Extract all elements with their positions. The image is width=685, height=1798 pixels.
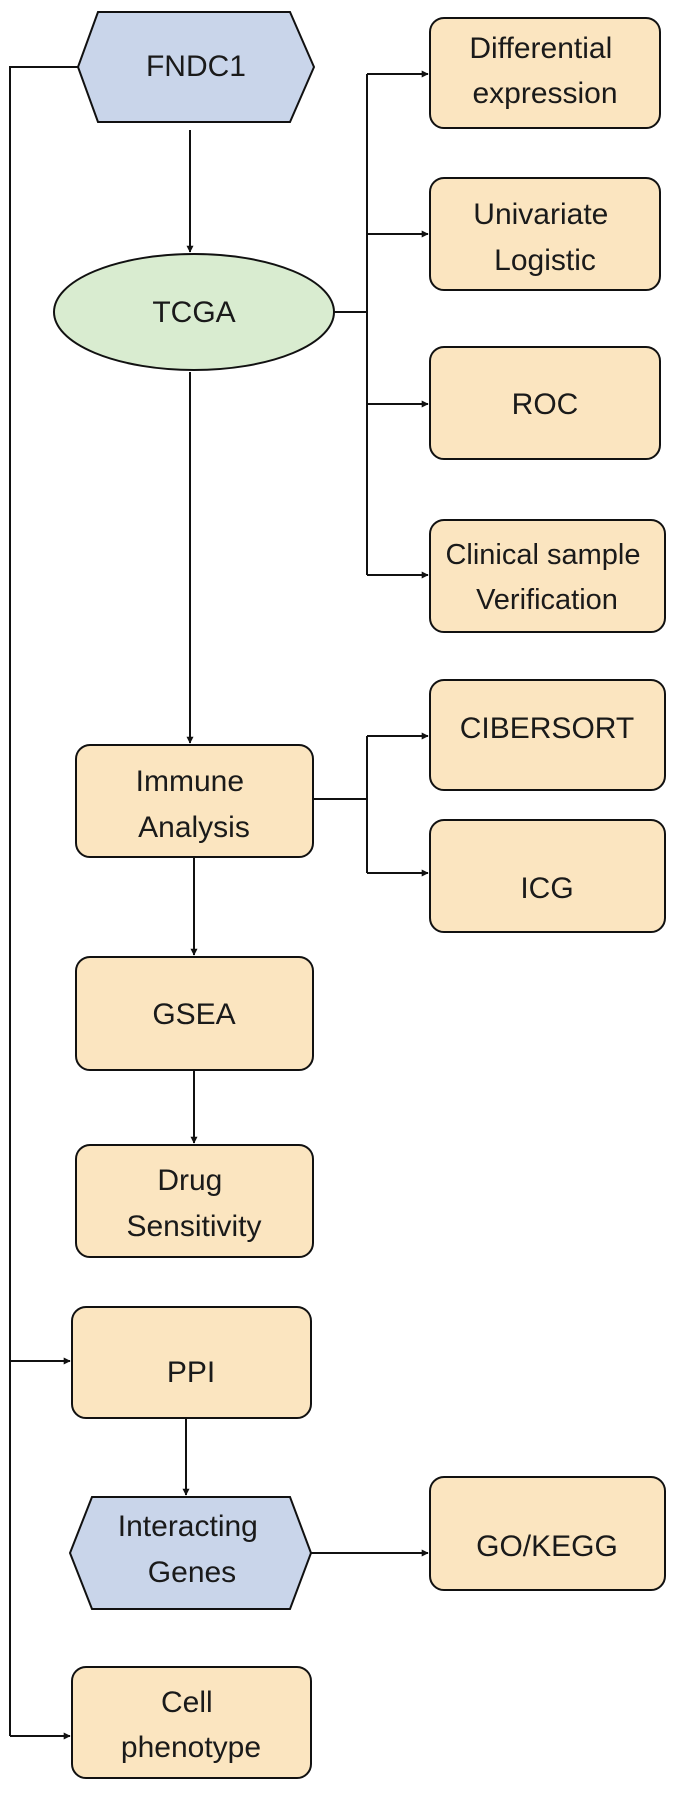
drug-sensitivity-box [75, 1144, 314, 1258]
drug-sensitivity-label: Drug Sensitivity [126, 1164, 261, 1243]
interacting-genes-line-2: Genes [148, 1556, 236, 1589]
connectors [9, 66, 429, 1740]
differential-expression-box [429, 17, 661, 129]
differential-expression-line-1: Differential [469, 32, 612, 65]
clinical-sample-verification-line-1: Clinical sample [445, 539, 640, 571]
clinical-sample-verification-label: Clinical sample Verification [445, 539, 648, 616]
node-differential-expression: Differential expression [429, 17, 661, 129]
immune-analysis-label: Immune Analysis [136, 765, 253, 844]
interacting-genes-line-1: Interacting [118, 1510, 258, 1543]
node-interacting-genes: Interacting Genes [68, 1496, 313, 1610]
node-icg: ICG [429, 819, 666, 933]
cibersort-label: CIBERSORT [460, 712, 634, 745]
node-gsea: GSEA [75, 956, 314, 1071]
clinical-sample-verification-line-2: Verification [476, 584, 618, 616]
icg-box [429, 819, 666, 933]
edge-fndc1-left-bus [9, 66, 78, 1736]
cell-phenotype-box [71, 1666, 312, 1779]
differential-expression-label: Differential expression [469, 32, 620, 110]
roc-label: ROC [512, 388, 579, 421]
node-drug-sensitivity: Drug Sensitivity [75, 1144, 314, 1258]
node-ppi: PPI [71, 1306, 312, 1419]
node-univariate-logistic: Univariate Logistic [429, 177, 661, 291]
ppi-label: PPI [167, 1356, 215, 1389]
node-go-kegg: GO/KEGG [429, 1476, 666, 1591]
univariate-logistic-line-2: Logistic [494, 244, 596, 277]
univariate-logistic-label: Univariate Logistic [473, 198, 616, 277]
go-kegg-box [429, 1476, 666, 1591]
fndc1-label: FNDC1 [146, 50, 246, 83]
clinical-sample-verification-box [429, 519, 666, 633]
ppi-box [71, 1306, 312, 1419]
node-fndc1: FNDC1 [76, 11, 316, 123]
cibersort-box [429, 679, 666, 791]
interacting-genes-label: Interacting Genes [118, 1510, 266, 1589]
go-kegg-label: GO/KEGG [476, 1530, 618, 1563]
cell-phenotype-label: Cell phenotype [121, 1686, 261, 1764]
drug-sensitivity-line-1: Drug [157, 1164, 222, 1197]
drug-sensitivity-line-2: Sensitivity [126, 1210, 261, 1243]
fndc1-shape [76, 11, 316, 123]
univariate-logistic-box [429, 177, 661, 291]
cell-phenotype-line-1: Cell [161, 1686, 213, 1719]
tcga-shape [53, 253, 335, 371]
differential-expression-line-2: expression [472, 77, 617, 110]
tcga-label: TCGA [152, 296, 235, 329]
node-tcga: TCGA [53, 253, 335, 371]
gsea-label: GSEA [152, 998, 235, 1031]
icg-label: ICG [520, 872, 573, 905]
gsea-box [75, 956, 314, 1071]
immune-analysis-box [75, 744, 314, 858]
cell-phenotype-line-2: phenotype [121, 1731, 261, 1764]
node-roc: ROC [429, 346, 661, 460]
node-clinical-sample-verification: Clinical sample Verification [429, 519, 666, 633]
interacting-genes-shape [68, 1496, 313, 1610]
immune-analysis-line-2: Analysis [138, 811, 250, 844]
univariate-logistic-line-1: Univariate [473, 198, 608, 231]
node-cibersort: CIBERSORT [429, 679, 666, 791]
node-cell-phenotype: Cell phenotype [71, 1666, 312, 1779]
immune-analysis-line-1: Immune [136, 765, 244, 798]
roc-box [429, 346, 661, 460]
node-immune-analysis: Immune Analysis [75, 744, 314, 858]
